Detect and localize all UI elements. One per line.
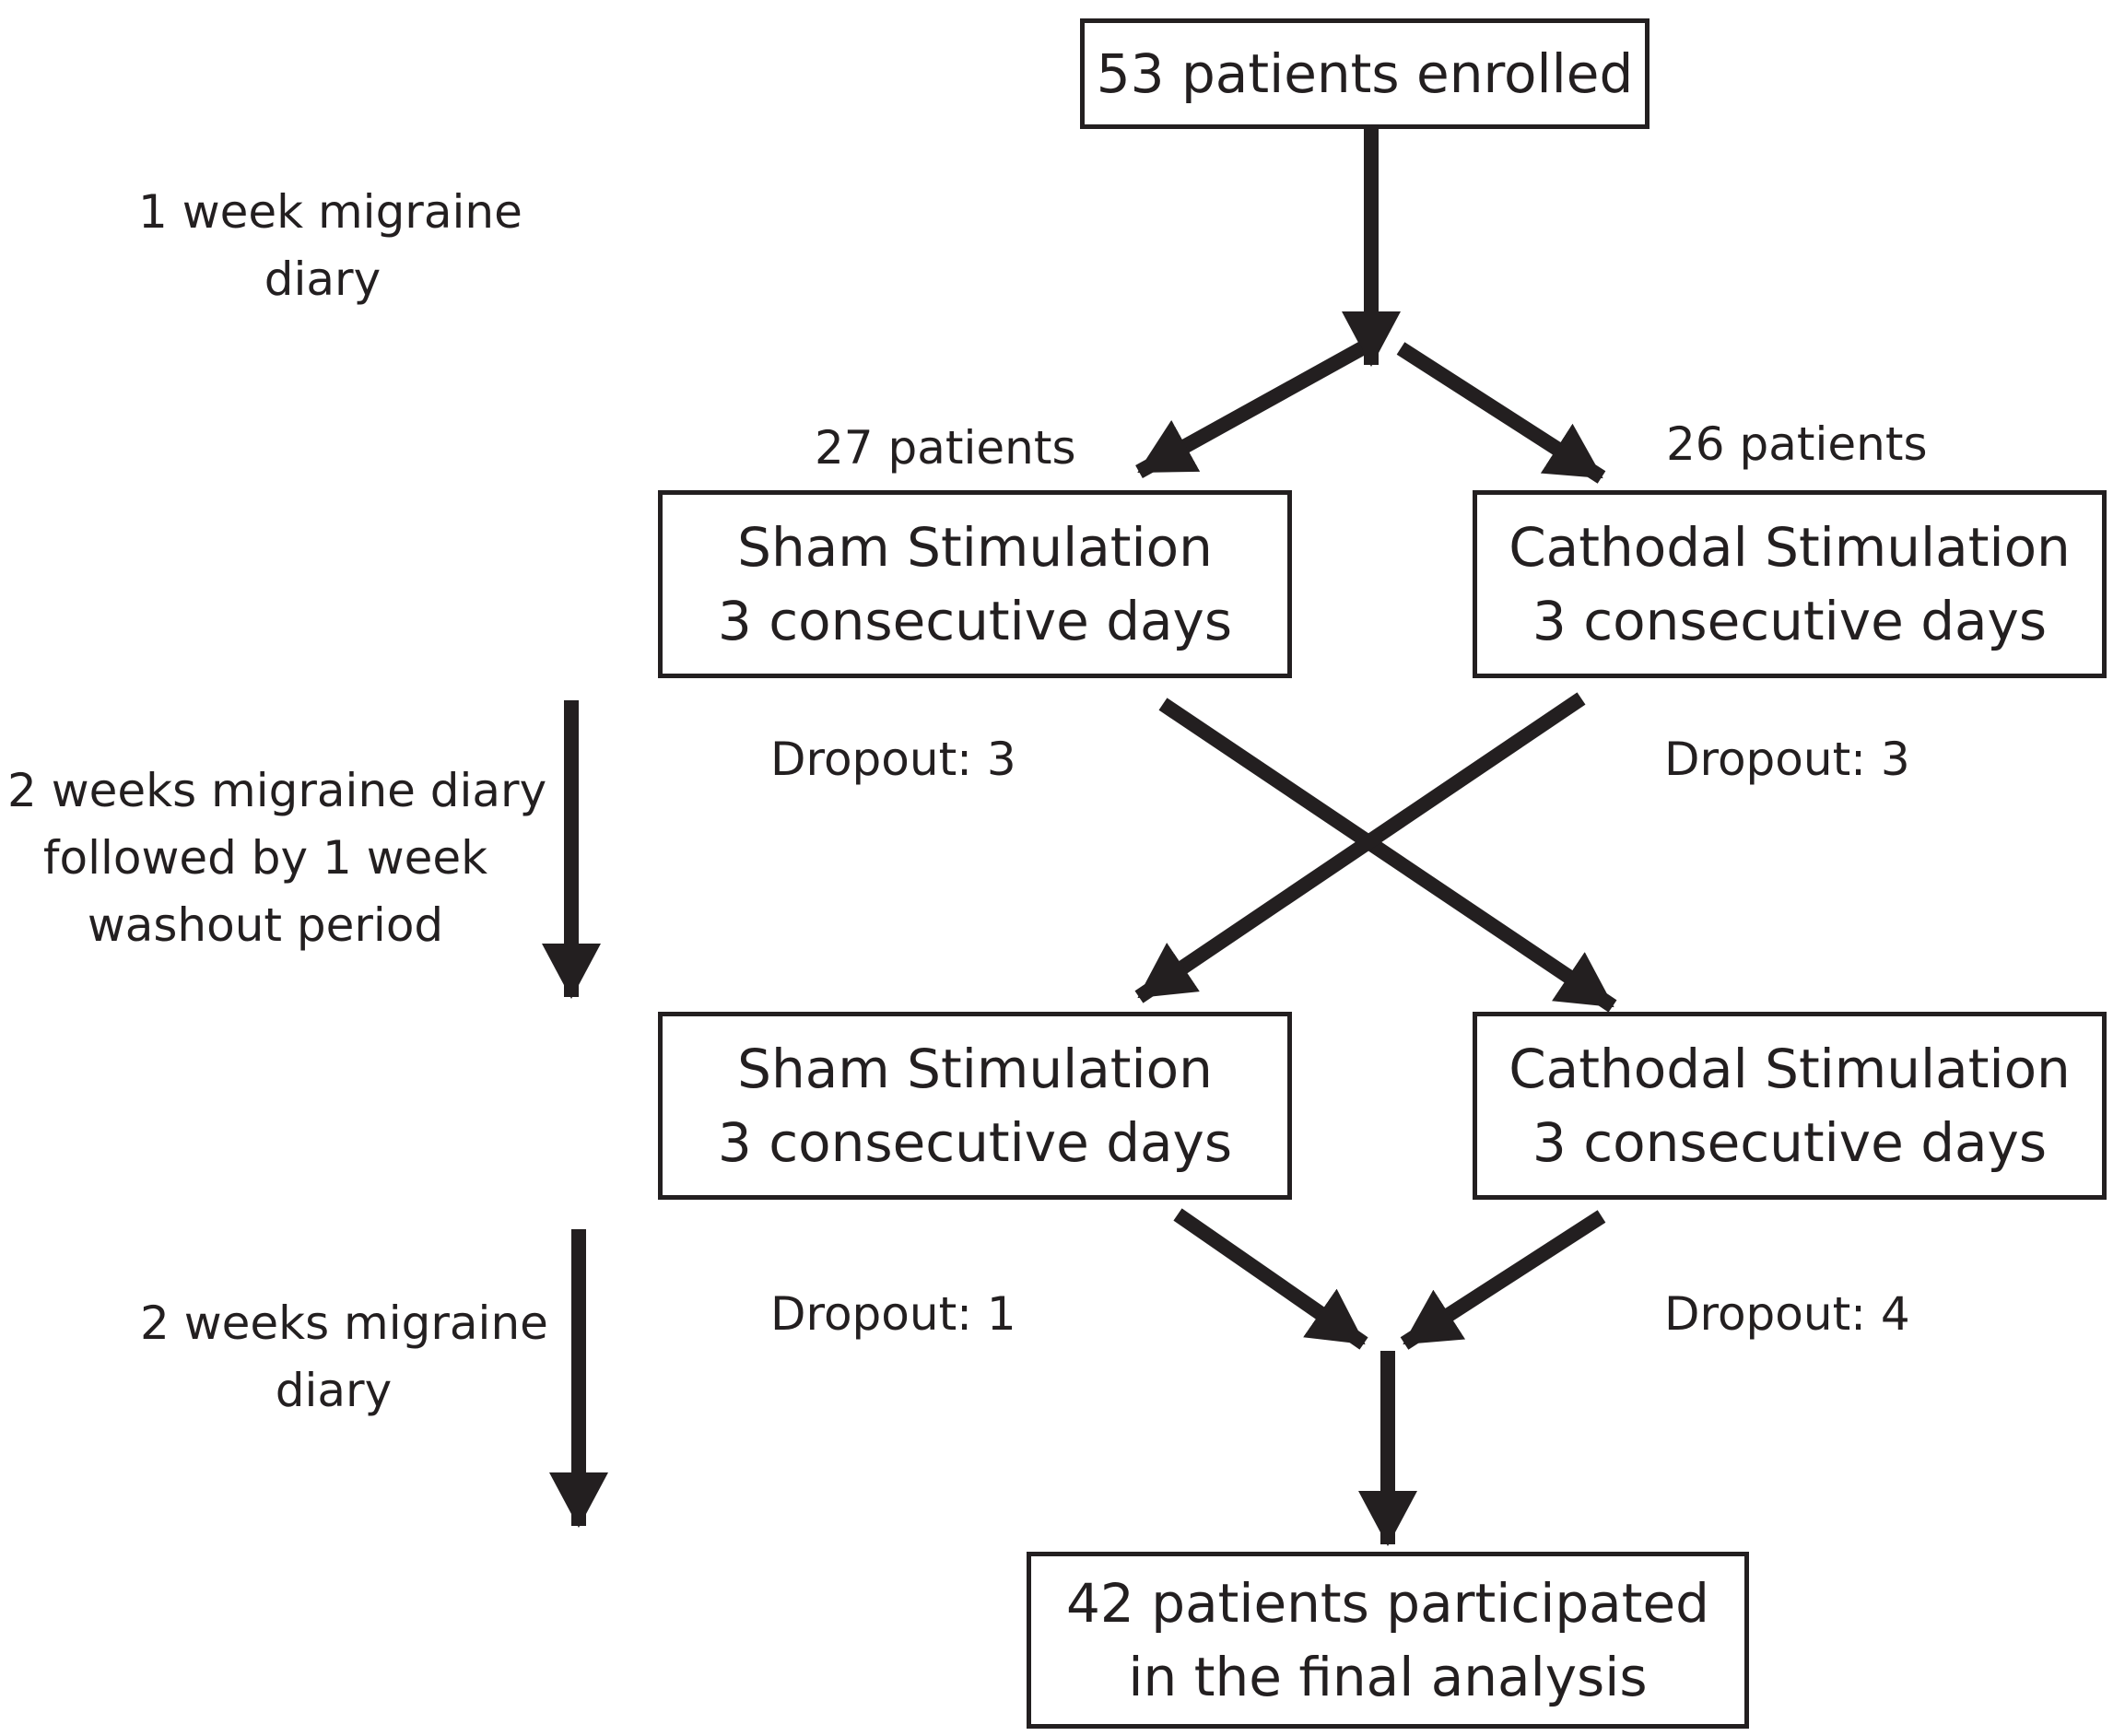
period2-cathodal-duration: 3 consecutive days <box>1532 1111 2048 1174</box>
sham-arm-count: 27 patients <box>815 421 1076 475</box>
dropout-period2-sham: Dropout: 1 <box>770 1287 1016 1341</box>
timeline-baseline-note: 1 week migraine diary <box>138 179 522 313</box>
enrolled-box: 53 patients enrolled <box>1080 18 1650 129</box>
timeline-baseline-line1: 1 week migraine <box>138 185 522 239</box>
timeline-washout-line1: 2 weeks migraine diary <box>7 764 547 817</box>
final-line2: in the final analysis <box>1128 1646 1648 1708</box>
timeline-washout-note: 2 weeks migraine diary followed by 1 wee… <box>7 757 547 959</box>
enrolled-text: 53 patients enrolled <box>1096 42 1634 105</box>
crossover-cathodal-to-sham-arrow <box>1134 692 1586 1003</box>
period1-cathodal-title: Cathodal Stimulation <box>1509 516 2071 579</box>
final-analysis-box: 42 patients participated in the final an… <box>1027 1552 1749 1729</box>
crossover-sham-to-cathodal-arrow <box>1158 698 1617 1013</box>
merge-left-arrow <box>1173 1208 1368 1350</box>
period1-sham-title: Sham Stimulation <box>737 516 1213 579</box>
period1-cathodal-duration: 3 consecutive days <box>1532 590 2048 652</box>
timeline-followup-note: 2 weeks migraine diary <box>140 1290 548 1425</box>
period2-cathodal-box: Cathodal Stimulation 3 consecutive days <box>1473 1012 2107 1200</box>
timeline-washout-line3: washout period <box>87 898 444 952</box>
dropout-period1-cathodal: Dropout: 3 <box>1664 733 1910 786</box>
period1-sham-box: Sham Stimulation 3 consecutive days <box>658 490 1292 678</box>
period2-sham-title: Sham Stimulation <box>737 1038 1213 1100</box>
cathodal-arm-count: 26 patients <box>1666 417 1928 471</box>
split-left-arrow <box>1135 342 1366 478</box>
merge-right-arrow <box>1400 1210 1606 1350</box>
timeline-followup-line1: 2 weeks migraine <box>140 1296 548 1350</box>
timeline-followup-line2: diary <box>275 1364 393 1417</box>
dropout-period1-sham: Dropout: 3 <box>770 733 1016 786</box>
period2-sham-box: Sham Stimulation 3 consecutive days <box>658 1012 1292 1200</box>
period1-cathodal-box: Cathodal Stimulation 3 consecutive days <box>1473 490 2107 678</box>
timeline-washout-line2: followed by 1 week <box>42 831 488 885</box>
period2-sham-duration: 3 consecutive days <box>717 1111 1233 1174</box>
period2-cathodal-title: Cathodal Stimulation <box>1509 1038 2071 1100</box>
final-line1: 42 patients participated <box>1066 1572 1709 1635</box>
period1-sham-duration: 3 consecutive days <box>717 590 1233 652</box>
timeline-baseline-line2: diary <box>264 252 382 306</box>
split-right-arrow <box>1396 342 1606 484</box>
dropout-period2-cathodal: Dropout: 4 <box>1664 1287 1910 1341</box>
